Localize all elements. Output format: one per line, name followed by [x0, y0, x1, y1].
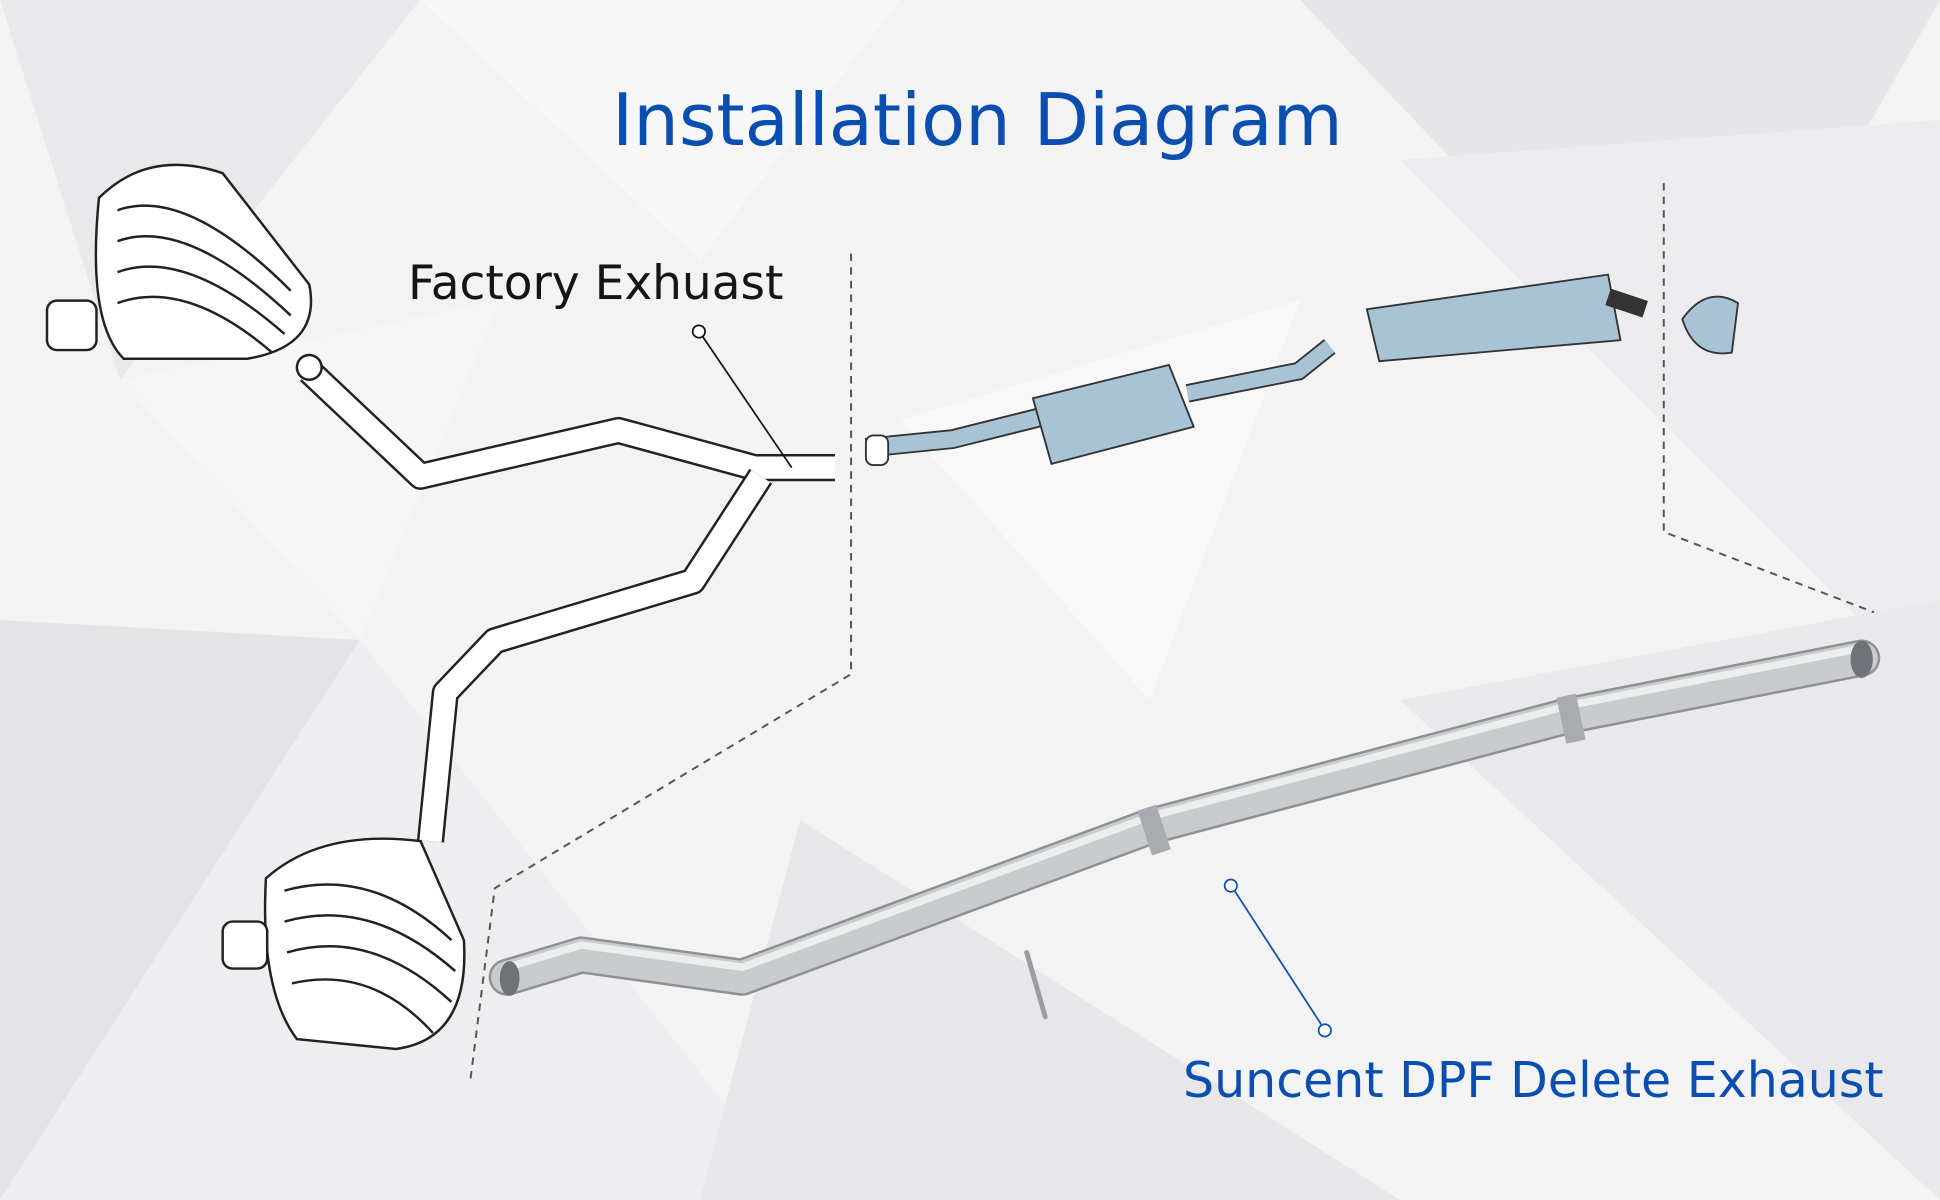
delete-callout: [1223, 878, 1332, 1038]
factory-exhaust-label: Factory Exhuast: [408, 256, 784, 311]
dpf-delete-exhaust-label: Suncent DPF Delete Exhaust: [1183, 1052, 1884, 1109]
factory-muffler-top: [45, 163, 313, 360]
suncent-delete-pipe: [488, 639, 1881, 1020]
factory-muffler-bottom: [221, 837, 466, 1051]
page-title: Installation Diagram: [612, 78, 1343, 162]
factory-exhaust-drawing: [45, 163, 835, 1051]
factory-callout: [691, 324, 793, 469]
factory-dpf-parts: [864, 273, 1739, 467]
factory-ypipe: [295, 353, 835, 843]
dashed-guides: [469, 183, 1875, 1083]
